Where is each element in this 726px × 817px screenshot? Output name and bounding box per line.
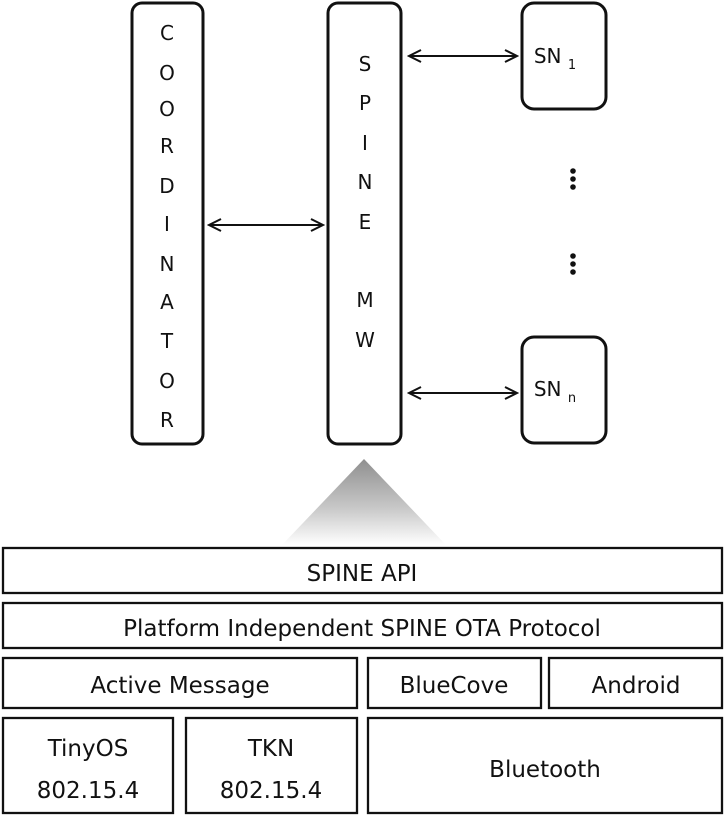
active-message-layer bbox=[1, 656, 359, 710]
coordinator-letter: R bbox=[160, 408, 174, 432]
tinyos-layer bbox=[1, 716, 175, 815]
spotlight-shape bbox=[282, 459, 446, 545]
android-layer bbox=[547, 656, 724, 710]
spine-mw-box bbox=[326, 1, 403, 446]
ellipsis-dot bbox=[570, 269, 576, 275]
sensor-node-last-label: SN n bbox=[534, 377, 576, 406]
ellipsis-dot bbox=[570, 261, 576, 267]
ota-protocol-label: Platform Independent SPINE OTA Protocol bbox=[123, 616, 601, 642]
tkn-layer bbox=[184, 716, 359, 815]
bluetooth-label: Bluetooth bbox=[489, 757, 601, 783]
coordinator-letter: O bbox=[159, 97, 175, 121]
spine-mw-letter: W bbox=[355, 328, 375, 352]
coordinator-letter: O bbox=[159, 61, 175, 85]
active-message-label: Active Message bbox=[90, 673, 269, 699]
spine-mw-letter: S bbox=[359, 52, 372, 76]
coordinator-letter: A bbox=[160, 290, 174, 314]
coordinator-letter: I bbox=[164, 212, 170, 236]
sensor-node-first-label: SN 1 bbox=[534, 44, 576, 73]
spine-mw-letter: E bbox=[359, 210, 372, 234]
sensor-node-first-base: SN bbox=[534, 44, 562, 68]
sensor-node-first: SN 1 bbox=[520, 1, 608, 111]
coordinator-label: C O O R D I N A T O R bbox=[159, 21, 175, 432]
ellipsis-dot bbox=[570, 168, 576, 174]
ellipsis-dot bbox=[570, 176, 576, 182]
spine-mw-letter: M bbox=[356, 288, 373, 312]
bluecove-label: BlueCove bbox=[400, 673, 509, 699]
coordinator-letter: R bbox=[160, 134, 174, 158]
bluecove-layer bbox=[366, 656, 543, 710]
spine-mw-letter: P bbox=[359, 91, 371, 115]
coordinator-letter: T bbox=[160, 329, 174, 353]
spine-mw-letter: N bbox=[358, 170, 373, 194]
spine-mw-letter: I bbox=[362, 131, 368, 155]
spine-mw-label: S P I N E M W bbox=[355, 52, 375, 352]
ellipsis-dot bbox=[570, 184, 576, 190]
android-label: Android bbox=[592, 673, 681, 699]
coordinator-node: C O O R D I N A T O R bbox=[130, 1, 205, 446]
sensor-node-last-subscript: n bbox=[568, 391, 576, 406]
tkn-label-line-two: 802.15.4 bbox=[220, 778, 322, 804]
tkn-label-line-one: TKN bbox=[247, 736, 294, 762]
sensor-node-first-box bbox=[520, 1, 608, 111]
ellipsis-node-group bbox=[570, 168, 576, 275]
tinyos-label-line-one: TinyOS bbox=[47, 736, 129, 762]
coordinator-box bbox=[130, 1, 205, 446]
spine-api-label: SPINE API bbox=[307, 561, 418, 587]
sensor-node-last-box bbox=[520, 335, 608, 445]
coordinator-letter: N bbox=[160, 252, 175, 276]
ellipsis-dot bbox=[570, 253, 576, 259]
sensor-node-first-subscript: 1 bbox=[568, 58, 576, 73]
sensor-node-last: SN n bbox=[520, 335, 608, 445]
coordinator-letter: O bbox=[159, 369, 175, 393]
spine-mw-node: S P I N E M W bbox=[326, 1, 403, 446]
spine-api-layer bbox=[1, 546, 724, 595]
sensor-node-last-base: SN bbox=[534, 377, 562, 401]
protocol-stack: SPINE API Platform Independent SPINE OTA… bbox=[1, 546, 724, 815]
bluetooth-layer bbox=[366, 716, 724, 815]
coordinator-letter: D bbox=[159, 174, 174, 198]
coordinator-letter: C bbox=[160, 21, 174, 45]
ota-protocol-layer bbox=[1, 601, 724, 650]
tinyos-label-line-two: 802.15.4 bbox=[37, 778, 139, 804]
